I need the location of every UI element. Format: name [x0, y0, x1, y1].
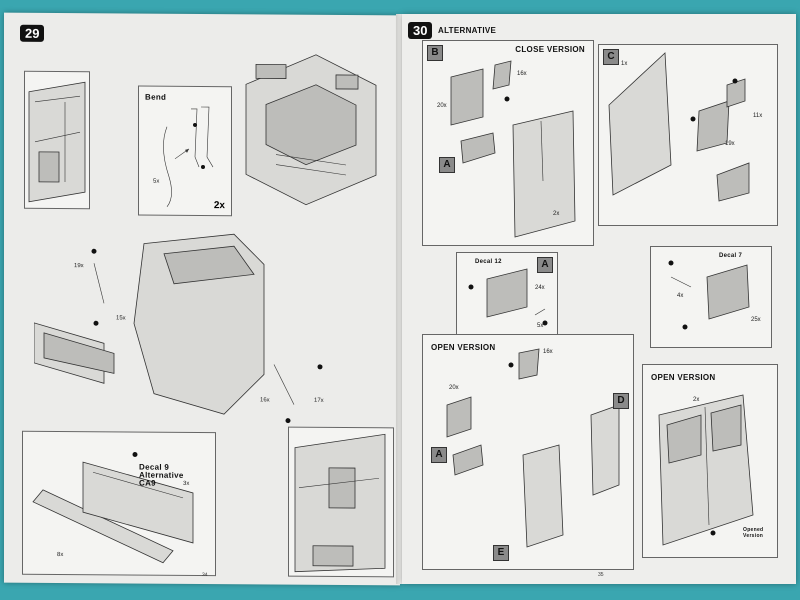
open-version-title-1: Open Version: [431, 343, 496, 352]
close-version-box: B Close Version A 20x 16x 2x: [422, 40, 594, 246]
bumper-sketch: [32, 452, 194, 564]
part-label-o2-2x: 2x: [693, 397, 700, 403]
close-version-door-sketch: [450, 60, 576, 238]
part-label-o-20x: 20x: [449, 385, 459, 391]
part-label-a-5x: 5x: [537, 323, 544, 329]
decal-7-label: Decal 7: [719, 253, 743, 259]
part-label-15x: 15x: [116, 315, 126, 322]
part-label-r-25x: 25x: [751, 317, 761, 323]
cab-interior-view: [288, 426, 394, 578]
open-version-title-2: Open Version: [651, 373, 716, 382]
decal-12-label: Decal 12: [475, 259, 502, 265]
box-letter-c: C: [603, 49, 619, 65]
part-label-3x: 3x: [183, 480, 190, 487]
part-label-b-16x: 16x: [517, 71, 527, 77]
alternative-heading: Alternative: [438, 26, 497, 35]
box-letter-e: E: [493, 545, 509, 561]
bend-parts-sketch: [163, 106, 214, 207]
page-number-left: 34: [202, 572, 208, 579]
opened-version-label: Opened Version: [743, 527, 764, 539]
page-number-right: 35: [598, 572, 604, 578]
decal-7-sketch: [668, 260, 750, 330]
part-label-8x: 8x: [57, 551, 64, 559]
part-label-16x: 16x: [260, 397, 270, 404]
box-letter-b: B: [427, 45, 443, 61]
part-label-c-1x: 1x: [621, 61, 628, 67]
part-label-r-4x: 4x: [677, 293, 684, 299]
bend-diagram: Bend 5x 2x: [138, 85, 232, 217]
step-number-30: 30: [408, 22, 433, 39]
part-label-19x: 19x: [74, 263, 84, 270]
decal-9-code: CA9: [139, 478, 156, 488]
decal-12-sketch: [468, 268, 548, 326]
open-version-2-door-sketch: [658, 394, 754, 546]
box-letter-a1: A: [439, 157, 455, 173]
cab-interior-sketch: [28, 81, 86, 203]
close-version-title: Close Version: [515, 45, 585, 54]
step-number-29: 29: [20, 24, 45, 42]
bend-quantity: 2x: [213, 200, 225, 212]
box-letter-d: D: [613, 393, 629, 409]
open-version-2-box: Open Version 2x Opened Version: [642, 364, 778, 558]
part-label-o-16x: 16x: [543, 349, 553, 355]
box-letter-a-mid: A: [537, 257, 553, 273]
part-label-c-11x: 11x: [753, 113, 763, 119]
book-gutter: [396, 14, 406, 584]
part-label-c-19x: 19x: [725, 141, 735, 147]
cab-interior-view-sketch: [294, 433, 386, 573]
part-label-17x: 17x: [314, 397, 324, 404]
option-c-box: C 1x 11x 19x: [598, 44, 778, 226]
open-version-door-sketch: [446, 348, 620, 548]
cab-main-assembly: [34, 233, 323, 424]
part-label-a-24x: 24x: [535, 285, 545, 291]
left-page: 29 Bend 5x 2x: [4, 12, 400, 586]
right-page: 30 Alternative B Close Version A 20x 16x…: [402, 14, 796, 584]
part-label-b-20x: 20x: [437, 103, 447, 109]
decal-12-box: A Decal 12 24x 5x: [456, 252, 558, 336]
open-version-box: Open Version A D E 16x 20x: [422, 334, 634, 570]
bumper-detail-box: Decal 9 Alternative CA9 3x 8x: [22, 430, 216, 577]
part-label-5x: 5x: [153, 178, 160, 185]
cab-detail-thumbnail: [24, 70, 90, 210]
box-letter-a2: A: [431, 447, 447, 463]
cab-floor-assembly: [245, 54, 377, 206]
decal-7-box: Decal 7 4x 25x: [650, 246, 772, 348]
option-c-door-sketch: [608, 52, 750, 202]
part-label-b-2x: 2x: [553, 211, 560, 217]
